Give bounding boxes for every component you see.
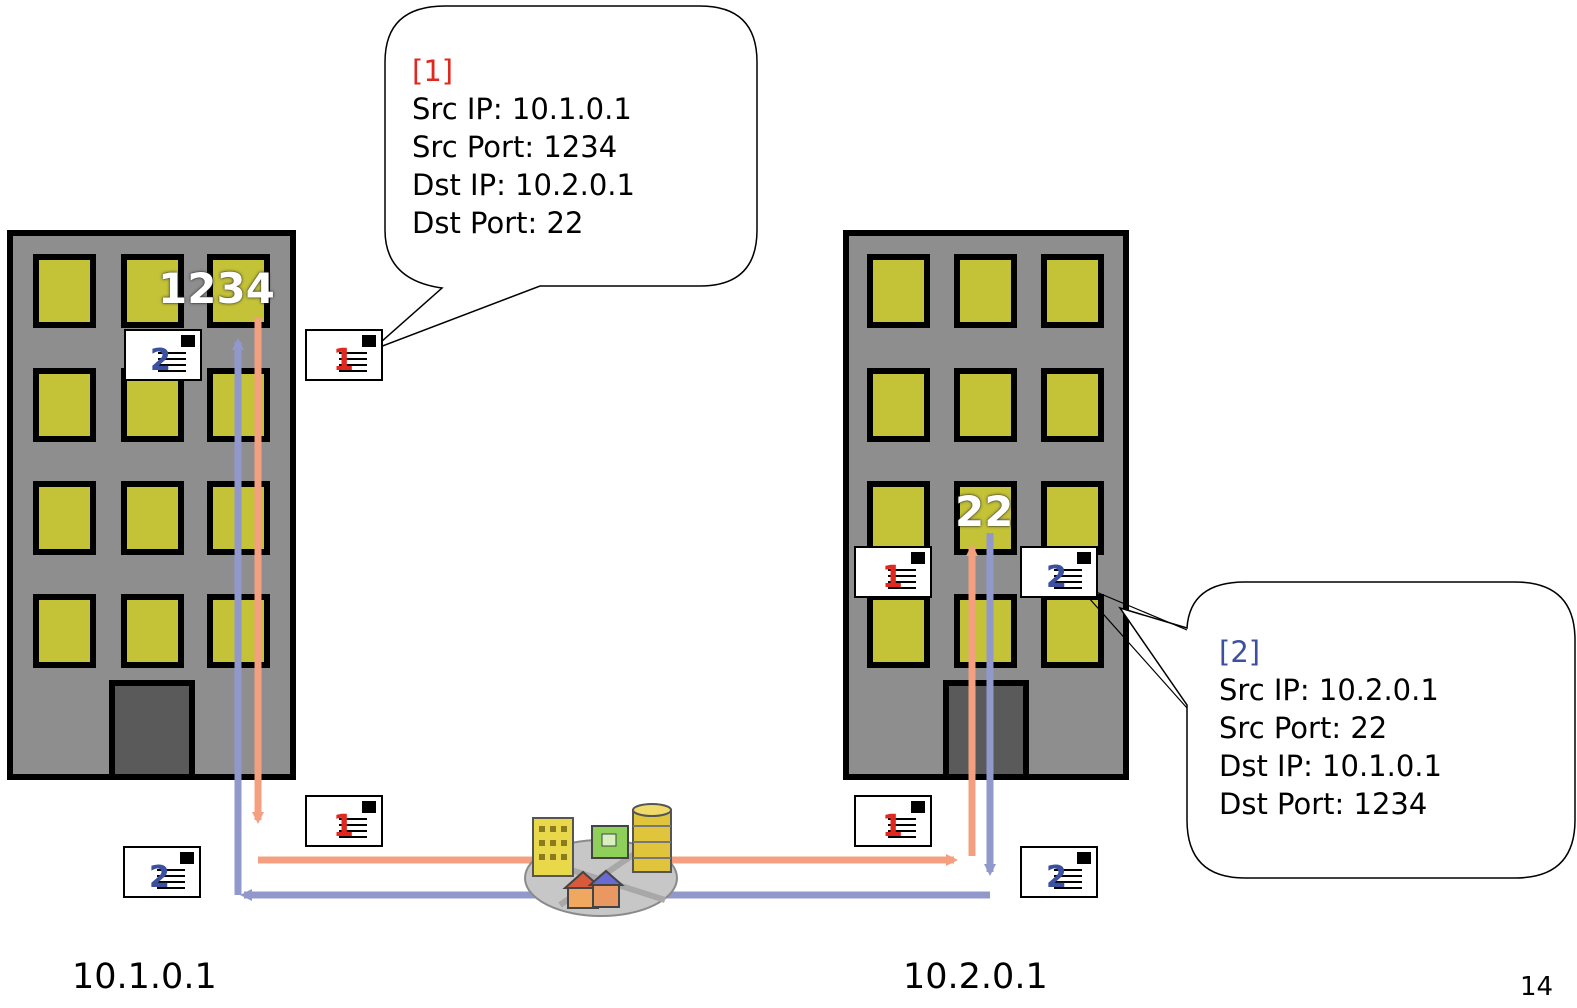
callout-2-text: [2] Src IP: 10.2.0.1 Src Port: 22 Dst IP… [1219, 633, 1442, 823]
callout-1-text: [1] Src IP: 10.1.0.1 Src Port: 1234 Dst … [412, 52, 635, 242]
envelope-number: 2 [150, 343, 171, 378]
envelope-number: 1 [882, 809, 903, 844]
envelope-number: 2 [1046, 860, 1067, 895]
city-icon [525, 804, 677, 916]
envelope-number: 2 [1046, 560, 1067, 595]
callout-2-src-ip: Src IP: 10.2.0.1 [1219, 671, 1442, 709]
callout-2-src-port: Src Port: 22 [1219, 709, 1442, 747]
envelope-1-icon: 1 [305, 329, 383, 381]
envelope-2-icon: 2 [123, 846, 201, 898]
callout-1-src-ip: Src IP: 10.1.0.1 [412, 90, 635, 128]
callout-1-dst-port: Dst Port: 22 [412, 204, 635, 242]
right-host-ip: 10.2.0.1 [903, 957, 1048, 997]
callout-1-label: [1] [412, 52, 635, 90]
envelope-2-icon: 2 [124, 329, 202, 381]
envelope-number: 1 [333, 343, 354, 378]
callout-2-dst-port: Dst Port: 1234 [1219, 785, 1442, 823]
callout-1-dst-ip: Dst IP: 10.2.0.1 [412, 166, 635, 204]
callout-2-label: [2] [1219, 633, 1442, 671]
left-host-ip: 10.1.0.1 [72, 957, 217, 997]
left-port-label: 1234 [158, 264, 275, 313]
envelope-2-icon: 2 [1020, 846, 1098, 898]
right-port-label: 22 [955, 487, 1013, 536]
building-left-icon [10, 233, 293, 777]
envelope-1-icon: 1 [854, 795, 932, 847]
callout-2-dst-ip: Dst IP: 10.1.0.1 [1219, 747, 1442, 785]
callout-1-src-port: Src Port: 1234 [412, 128, 635, 166]
envelope-1-icon: 1 [854, 546, 932, 598]
envelope-number: 1 [882, 560, 903, 595]
slide-number: 14 [1520, 972, 1553, 1002]
envelope-number: 1 [333, 809, 354, 844]
envelope-number: 2 [149, 860, 170, 895]
envelope-1-icon: 1 [305, 795, 383, 847]
envelope-2-icon: 2 [1020, 546, 1098, 598]
